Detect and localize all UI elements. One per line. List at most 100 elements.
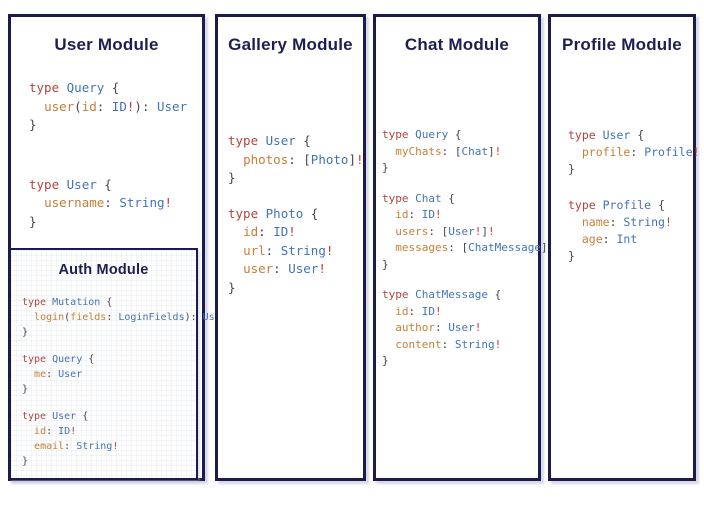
code-line: myChats: [Chat]! (382, 144, 538, 161)
code-token-pn: { (100, 297, 113, 308)
code-token-fl: id (81, 98, 97, 114)
code-token-pn: : [ (441, 144, 462, 158)
code-token-kw: type (22, 354, 53, 365)
code-token-pn: } (29, 213, 37, 229)
code-token-fl: age (581, 232, 603, 246)
user-module-title: User Module (54, 35, 159, 54)
code-token-fl: photos (243, 151, 289, 167)
code-token-fl: content (395, 337, 442, 351)
code-token-bg: ! (318, 261, 326, 276)
code-token-ty: String (623, 215, 665, 229)
code-token-ty: User (203, 312, 227, 323)
code-token-ty: Photo (310, 151, 349, 167)
profile-module-panel: Profile Module type User { profile: Prof… (548, 14, 700, 481)
code-line: url: String! (228, 242, 363, 261)
gallery-module-code: type User { photos: [Photo]!}type Photo … (228, 132, 364, 298)
code-token-fl: author (395, 321, 435, 334)
code-token-kw: type (382, 128, 416, 141)
code-token-pn (22, 441, 34, 452)
code-token-bg: ! (488, 224, 495, 238)
code-token-bg: ! (288, 224, 296, 239)
code-token-pn: : (104, 195, 120, 210)
code-token-pn: ] (487, 144, 495, 158)
code-block: type Photo { id: ID! url: String! user: … (228, 205, 363, 298)
code-token-bg: ! (112, 441, 119, 452)
code-token-pn (568, 215, 582, 229)
code-token-ty: User (602, 128, 631, 142)
code-line: type Mutation { (22, 295, 196, 310)
code-token-fl: profile (581, 145, 631, 159)
code-line: type User { (22, 409, 196, 424)
code-token-ty: User (157, 98, 188, 114)
code-token-pn: : (609, 215, 624, 229)
code-token-kw: type (228, 133, 266, 148)
code-token-bg: ! (126, 98, 135, 114)
code-token-pn (228, 224, 243, 239)
code-token-ty: ID (421, 304, 435, 318)
user-module-code: type Query { user(id: ID!): User}type Us… (29, 79, 202, 231)
code-token-pn: : (408, 304, 422, 318)
code-token-kw: type (29, 176, 67, 192)
code-token-ty: String (280, 242, 326, 258)
code-token-pn: : (441, 337, 455, 351)
code-token-pn: : (46, 426, 59, 437)
code-token-fl: user (44, 98, 75, 114)
code-token-pn: : (273, 261, 289, 276)
code-block: type Query { user(id: ID!): User} (29, 79, 202, 135)
code-line: type ChatMessage { (382, 287, 538, 304)
code-token-ty: Profile (602, 198, 652, 212)
code-token-pn: : [ (288, 151, 311, 167)
code-token-pn: { (441, 191, 455, 205)
code-token-pn: { (76, 411, 89, 422)
code-token-kw: type (22, 297, 53, 308)
code-line: } (382, 257, 538, 274)
code-token-pn: { (104, 80, 120, 95)
code-line: type Photo { (228, 205, 363, 224)
code-token-pn (22, 426, 34, 437)
code-line: } (22, 325, 196, 340)
code-block: type Query { myChats: [Chat]!} (382, 127, 538, 177)
code-line: email: String! (22, 439, 196, 454)
code-token-pn (29, 195, 44, 210)
code-line: } (228, 279, 363, 298)
code-token-bg: ! (70, 426, 77, 437)
code-token-pn: ): (184, 312, 203, 323)
code-token-fl: fields (70, 312, 107, 323)
code-token-fl: me (34, 369, 47, 380)
code-line: id: ID! (22, 424, 196, 439)
auth-module-code: type Mutation { login(fields: LoginField… (22, 295, 227, 469)
code-token-fl: name (581, 215, 610, 229)
code-line: } (568, 161, 693, 178)
code-line: type Query { (29, 79, 202, 98)
code-token-ty: User (448, 224, 475, 238)
code-line: username: String! (29, 194, 202, 213)
code-token-ty: ChatMessage (415, 288, 488, 301)
code-token-pn (228, 243, 243, 258)
code-token-kw: type (29, 80, 67, 95)
code-block: type Profile { name: String! age: Int} (568, 197, 693, 265)
code-token-bg: ! (474, 321, 482, 334)
code-block: type User { username: String!} (29, 176, 202, 232)
code-token-pn (382, 241, 395, 254)
code-token-bg: ! (474, 224, 482, 238)
code-token-pn: { (303, 205, 319, 221)
auth-module-title: Auth Module (58, 262, 149, 278)
code-token-kw: type (22, 411, 53, 422)
code-token-pn: ] (540, 241, 548, 254)
code-token-kw: type (382, 288, 416, 301)
code-line: type User { (568, 127, 693, 144)
code-token-ty: ID (58, 426, 71, 437)
code-token-pn (382, 305, 395, 318)
code-block: type Chat { id: ID! users: [User!]! mess… (382, 191, 554, 274)
code-token-ty: User (448, 321, 475, 334)
code-token-pn: } (228, 170, 236, 185)
code-token-bg: ! (355, 151, 364, 167)
code-token-ty: ChatMessage (468, 241, 541, 254)
code-block: type ChatMessage { id: ID! author: User!… (382, 287, 538, 370)
code-line: type Profile { (568, 197, 693, 214)
code-token-ty: Int (616, 232, 638, 246)
code-token-pn: { (96, 176, 112, 192)
code-token-pn (22, 312, 34, 323)
code-token-pn: : (435, 321, 449, 334)
code-line: } (568, 248, 693, 265)
